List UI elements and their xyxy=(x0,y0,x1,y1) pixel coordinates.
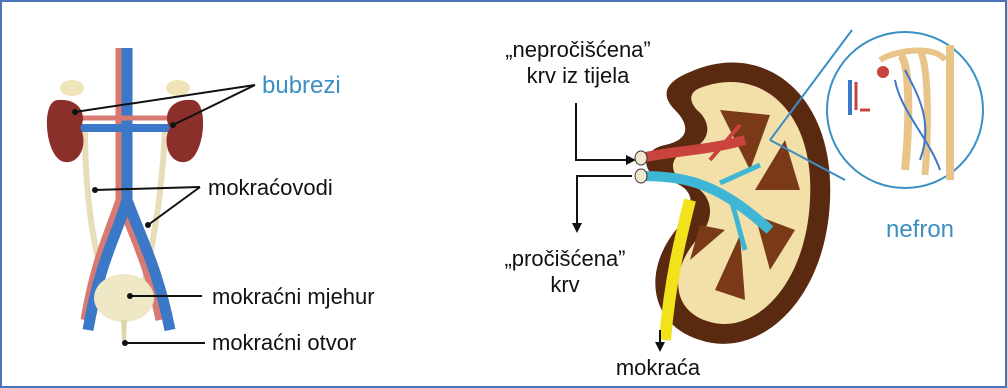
arrow-in-head xyxy=(626,155,636,165)
urinary-system-illustration xyxy=(47,48,203,342)
flow-arrows xyxy=(576,103,660,348)
arrow-urine-head xyxy=(655,342,665,352)
label-mokraca: mokraća xyxy=(616,355,701,380)
arrow-out-head xyxy=(572,223,582,233)
label-mokracni-mjehur: mokraćni mjehur xyxy=(212,284,375,309)
label-nefron: nefron xyxy=(886,216,954,243)
left-kidney xyxy=(47,100,84,162)
label-prociscena: „pročišćena” xyxy=(504,246,625,271)
urethra xyxy=(121,320,127,342)
label-neprociscena: „nepročišćena” xyxy=(505,37,651,62)
label-krv: krv xyxy=(550,272,579,297)
label-bubrezi: bubrezi xyxy=(262,72,341,99)
label-mokracni-otvor: mokraćni otvor xyxy=(212,330,356,355)
right-kidney xyxy=(166,100,203,162)
right-adrenal xyxy=(166,80,190,96)
label-mokracovodi: mokraćovodi xyxy=(208,175,333,200)
bladder xyxy=(94,274,154,322)
left-adrenal xyxy=(60,80,84,96)
label-krv-iz-tijela: krv iz tijela xyxy=(527,63,630,88)
kidney-cross-section xyxy=(635,62,830,343)
